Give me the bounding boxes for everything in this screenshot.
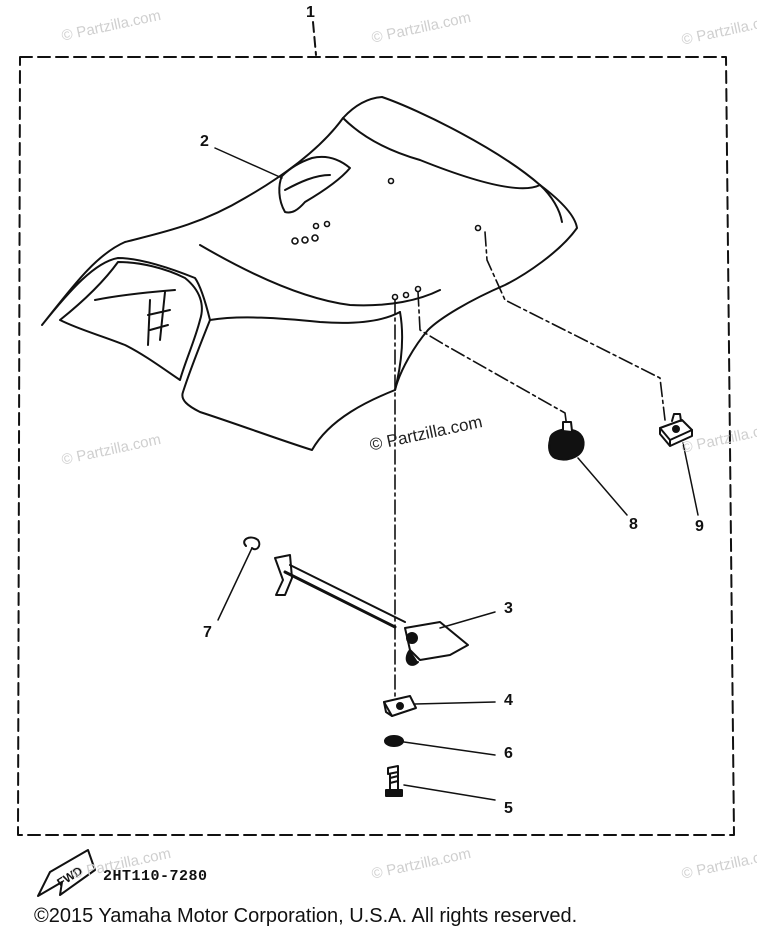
seat <box>41 96 578 451</box>
washer <box>384 735 404 747</box>
guide-lines <box>394 231 666 701</box>
callout-8: 8 <box>629 516 638 533</box>
callout-2: 2 <box>200 133 209 150</box>
fwd-arrow <box>37 849 96 897</box>
rubber-damper <box>548 421 585 461</box>
callout-leaders <box>214 147 699 801</box>
seat-strap <box>278 155 351 214</box>
callout-6: 6 <box>504 745 513 762</box>
callout-4: 4 <box>504 692 513 709</box>
spring-clip <box>243 536 261 551</box>
part-code: 2HT110-7280 <box>103 868 208 885</box>
callout-9: 9 <box>695 518 704 535</box>
copyright: ©2015 Yamaha Motor Corporation, U.S.A. A… <box>34 905 578 927</box>
clip-nut <box>659 413 693 447</box>
bracket-nut <box>383 695 417 717</box>
leader-1 <box>312 21 317 56</box>
callout-3: 3 <box>504 600 513 617</box>
callout-5: 5 <box>504 800 513 817</box>
bolt <box>385 765 403 797</box>
callout-7: 7 <box>203 624 212 641</box>
callout-1: 1 <box>306 4 315 21</box>
assembly-frame <box>17 56 735 836</box>
seat-holes <box>291 177 482 301</box>
seat-lock-assembly <box>274 554 469 666</box>
